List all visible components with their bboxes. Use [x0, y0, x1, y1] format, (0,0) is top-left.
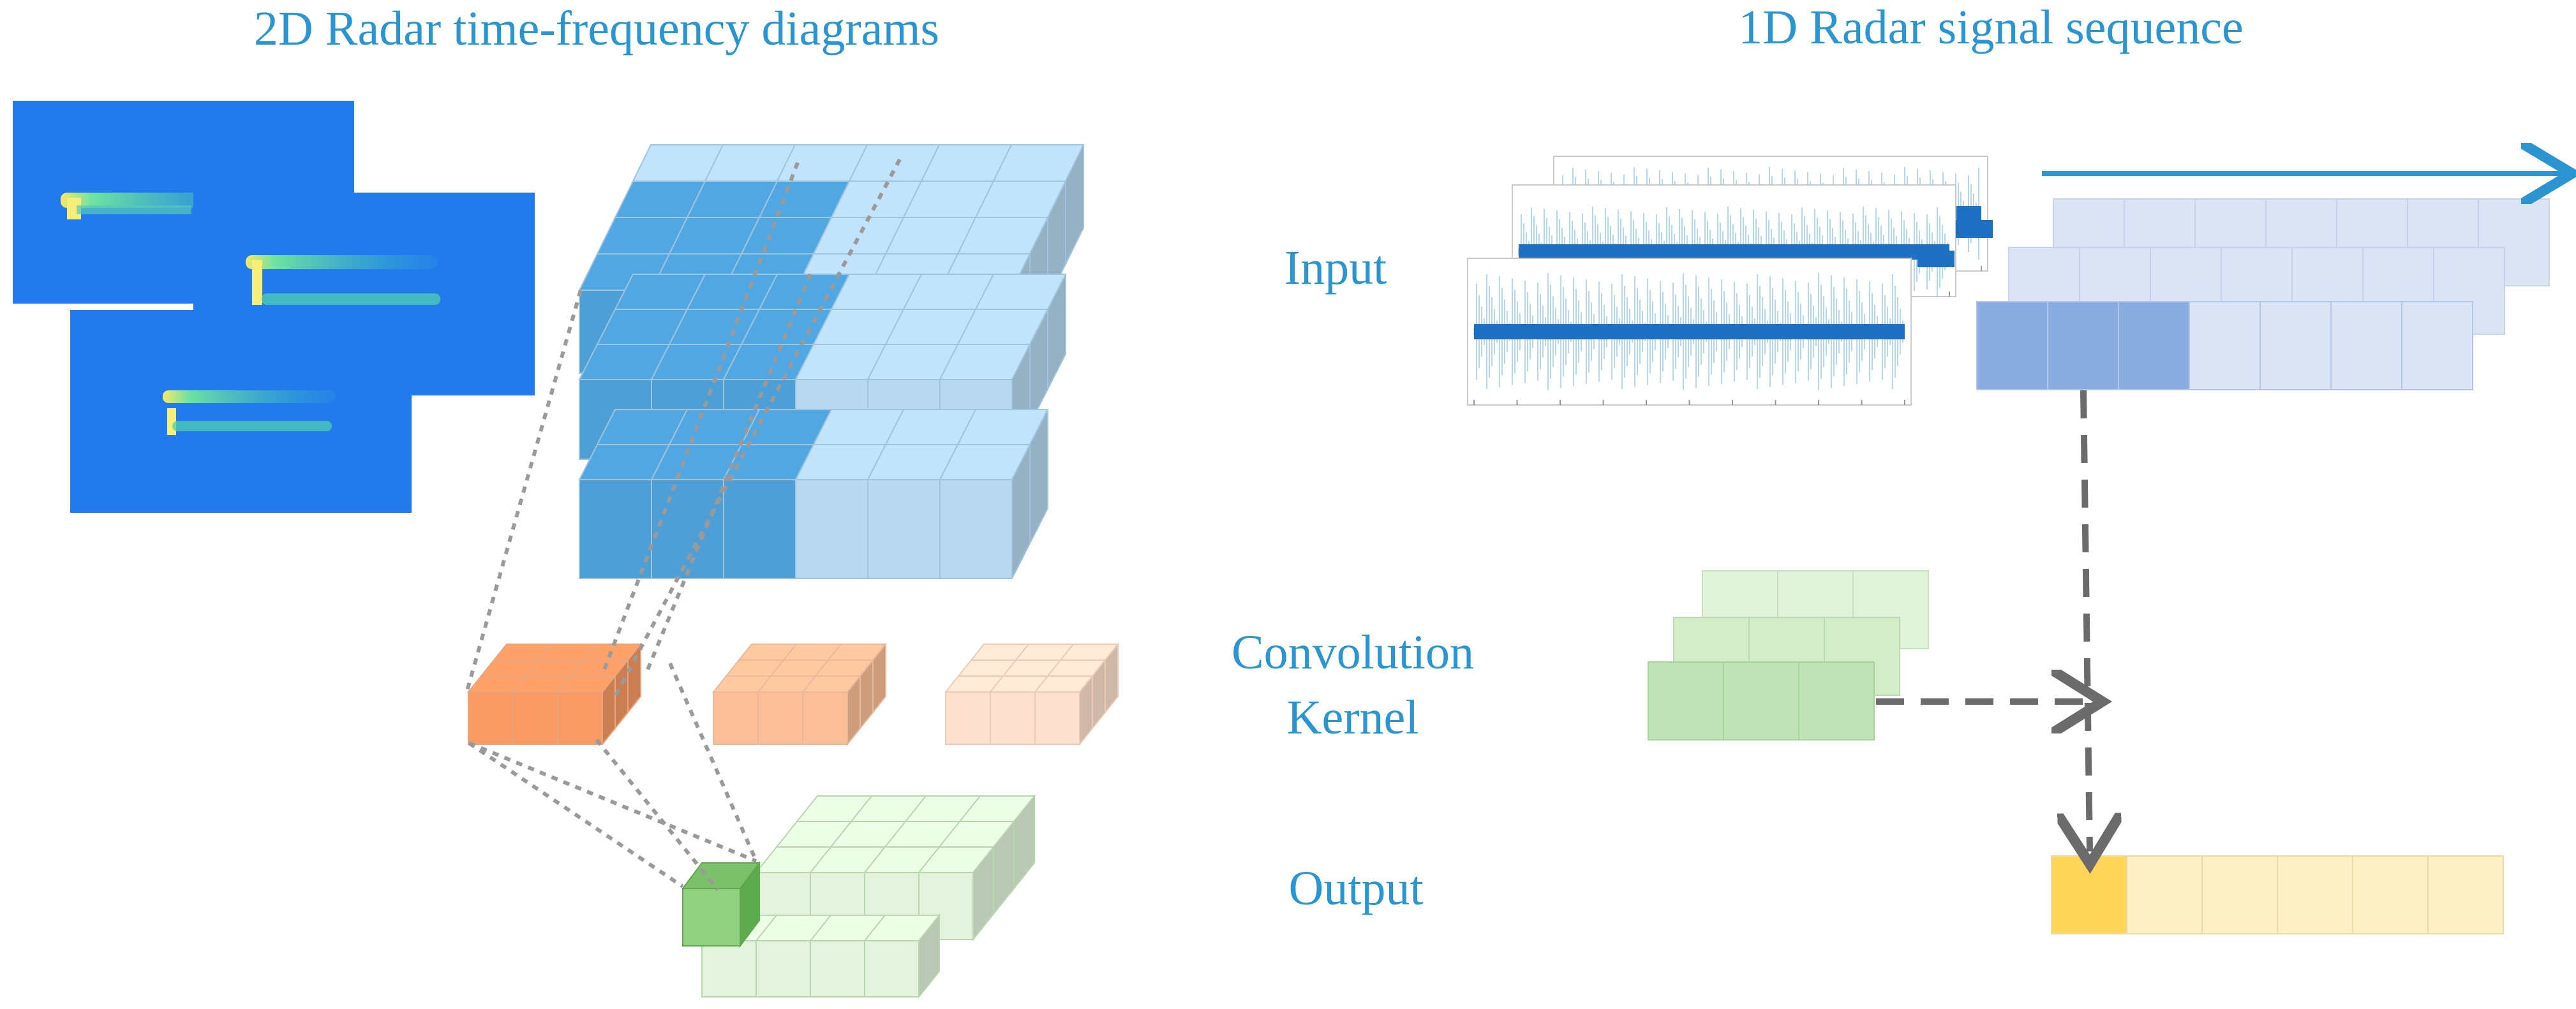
cell	[945, 691, 991, 745]
sequence-cell	[2126, 855, 2203, 934]
cell	[1013, 794, 1035, 890]
kernel-2d-orange	[466, 642, 643, 746]
sequence-cell	[2047, 301, 2119, 390]
input-label: Input	[1284, 241, 1387, 295]
cell	[990, 691, 1036, 745]
sequence-cell	[2352, 855, 2429, 934]
spectrogram-image-3	[70, 310, 412, 513]
signal-plot-front	[1467, 258, 1912, 406]
spectrogram-stack	[13, 101, 535, 513]
cell	[1034, 691, 1080, 745]
input-slab-bottom	[578, 409, 1049, 579]
sequence-cell	[2260, 301, 2332, 390]
sequence-cell	[2201, 855, 2278, 934]
kernel-2d-mid	[711, 642, 888, 746]
sequence-cell	[1976, 301, 2048, 390]
cell	[713, 691, 759, 745]
cell	[723, 479, 796, 579]
cell	[701, 940, 757, 998]
cell	[651, 479, 724, 579]
signal-plot-stack	[1467, 156, 1993, 406]
kernel-2d-pale	[944, 642, 1120, 746]
sequence-cell	[2427, 855, 2504, 934]
output-feature-cube	[681, 794, 1036, 999]
right-title: 1D Radar signal sequence	[1738, 1, 2243, 54]
cell	[1105, 642, 1119, 714]
cell	[757, 691, 803, 745]
kernel-1d-front	[1648, 661, 1875, 740]
cell	[864, 940, 919, 998]
sequence-cell	[2330, 301, 2402, 390]
cell	[557, 691, 603, 745]
input-sequence-strips	[1976, 198, 2550, 390]
sequence-cell	[1648, 661, 1724, 740]
sequence-cell	[1723, 661, 1799, 740]
cell	[867, 479, 941, 579]
sequence-cell	[2189, 301, 2261, 390]
cell	[756, 940, 811, 998]
left-title: 2D Radar time-frequency diagrams	[254, 2, 939, 55]
dashed-flow-arrows	[1876, 390, 2090, 851]
sequence-cell	[2277, 855, 2353, 934]
cell	[1047, 274, 1066, 390]
output-active-cell	[681, 861, 761, 948]
cell	[1029, 409, 1048, 544]
input-feature-cube	[578, 144, 1085, 579]
cell	[795, 479, 868, 579]
cell	[918, 913, 940, 999]
cell	[802, 691, 848, 745]
cell	[468, 691, 514, 745]
cell	[627, 642, 641, 714]
kernel-1d-stack	[1648, 570, 1929, 740]
output-label: Output	[1288, 862, 1423, 915]
sequence-cell	[1798, 661, 1875, 740]
cell	[872, 642, 886, 714]
cell	[1065, 144, 1084, 265]
signal-segment-small	[1956, 220, 1993, 238]
cell	[939, 479, 1013, 579]
signal-segment-small	[1917, 251, 1954, 267]
sequence-cell	[2118, 301, 2190, 390]
output-sequence-strip	[2051, 855, 2504, 934]
projection-lines	[464, 158, 902, 891]
sequence-cell	[2401, 301, 2473, 390]
kernel-2d-group	[466, 642, 1120, 746]
kernel-label: Kernel	[1287, 691, 1419, 744]
cell	[579, 479, 652, 579]
output-sequence	[2051, 855, 2504, 934]
cell	[810, 940, 865, 998]
sequence-strip-front	[1976, 301, 2473, 390]
convolution-label: Convolution	[1232, 626, 1474, 679]
cell	[512, 691, 558, 745]
sequence-cell	[2051, 855, 2127, 934]
